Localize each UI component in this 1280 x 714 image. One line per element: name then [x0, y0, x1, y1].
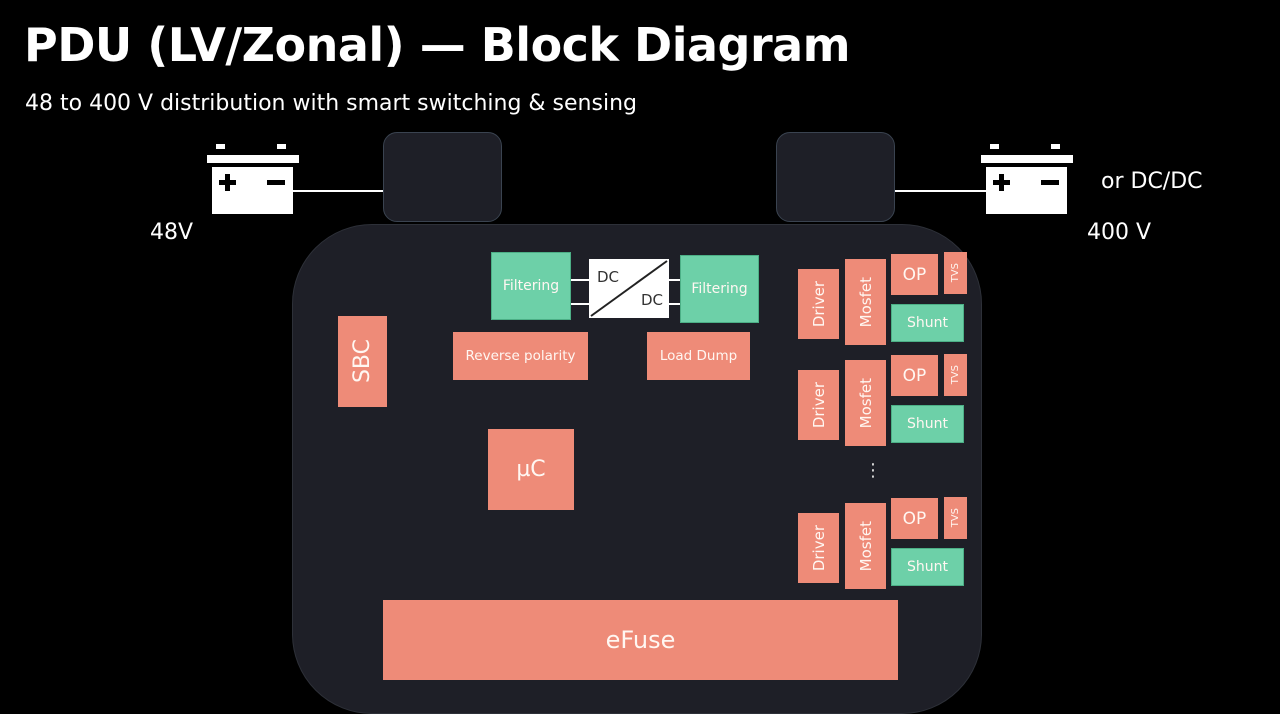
link-line [571, 303, 589, 305]
filtering-output-block: Filtering [680, 255, 759, 323]
channel-1-mosfet-block: Mosfet [845, 259, 886, 345]
connector-port-left [383, 132, 502, 222]
page-title: PDU (LV/Zonal) — Block Diagram [24, 18, 851, 72]
channel-1-shunt-block: Shunt [891, 304, 964, 342]
channel-3-mosfet-block: Mosfet [845, 503, 886, 589]
load-dump-block: Load Dump [647, 332, 750, 380]
battery-48v-icon [207, 144, 299, 214]
channel-1-driver-block: Driver [798, 269, 839, 339]
mosfet-label: Mosfet [856, 520, 875, 572]
channel-1-op-block: OP [891, 254, 938, 295]
dcdc-diagonal-icon [590, 260, 668, 317]
alt-source-label: or DC/DC [1101, 169, 1203, 194]
channel-1-tvs-block: TVS [944, 252, 967, 294]
driver-label: Driver [809, 381, 828, 429]
channel-3-shunt-block: Shunt [891, 548, 964, 586]
tvs-label: TVS [950, 365, 961, 385]
connector-port-right [776, 132, 895, 222]
link-line [669, 303, 680, 305]
battery-400v-label: 400 V [1087, 220, 1152, 245]
dcdc-bottom-label: DC [641, 291, 664, 309]
page-subtitle: 48 to 400 V distribution with smart swit… [25, 91, 637, 116]
microcontroller-label: µC [516, 457, 546, 482]
driver-label: Driver [809, 280, 828, 328]
mosfet-label: Mosfet [856, 276, 875, 328]
filtering-input-label: Filtering [502, 278, 560, 294]
battery-400v-icon [981, 144, 1073, 214]
tvs-label: TVS [950, 508, 961, 528]
channel-2-op-block: OP [891, 355, 938, 396]
link-line [669, 279, 680, 281]
shunt-label: Shunt [907, 416, 948, 432]
tvs-label: TVS [950, 263, 961, 283]
driver-label: Driver [809, 524, 828, 572]
channel-3-op-block: OP [891, 498, 938, 539]
efuse-block: eFuse [383, 600, 898, 680]
op-label: OP [902, 365, 927, 386]
channel-3-driver-block: Driver [798, 513, 839, 583]
channel-2-tvs-block: TVS [944, 354, 967, 396]
microcontroller-block: µC [488, 429, 574, 510]
filtering-input-block: Filtering [491, 252, 571, 320]
channel-2-shunt-block: Shunt [891, 405, 964, 443]
sbc-label: SBC [350, 339, 375, 384]
reverse-polarity-label: Reverse polarity [465, 348, 576, 364]
more-channels-ellipsis: ⋮ [864, 460, 882, 481]
efuse-label: eFuse [605, 626, 676, 654]
dcdc-converter-block: DC DC [589, 259, 669, 318]
channel-2-driver-block: Driver [798, 370, 839, 440]
shunt-label: Shunt [907, 559, 948, 575]
mosfet-label: Mosfet [856, 377, 875, 429]
shunt-label: Shunt [907, 315, 948, 331]
dcdc-top-label: DC [597, 268, 620, 286]
link-line [571, 279, 589, 281]
wire-right-battery [895, 190, 987, 192]
filtering-output-label: Filtering [691, 281, 748, 297]
wire-left-battery [293, 190, 385, 192]
channel-3-tvs-block: TVS [944, 497, 967, 539]
battery-48v-label: 48V [150, 220, 194, 245]
op-label: OP [902, 508, 927, 529]
channel-2-mosfet-block: Mosfet [845, 360, 886, 446]
reverse-polarity-block: Reverse polarity [453, 332, 588, 380]
load-dump-label: Load Dump [659, 348, 738, 364]
sbc-block: SBC [338, 316, 387, 407]
op-label: OP [902, 264, 927, 285]
